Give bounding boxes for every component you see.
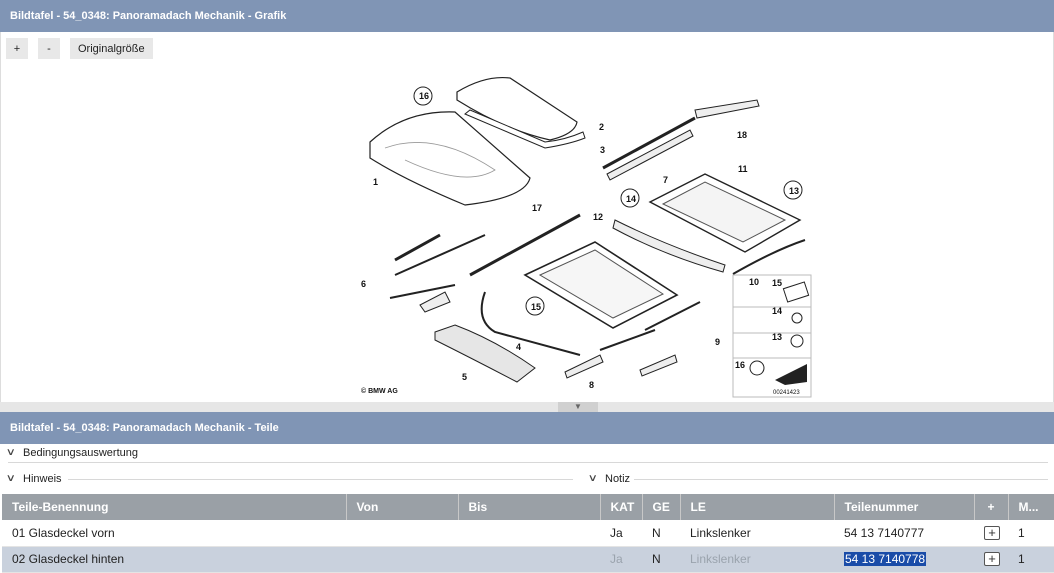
chevron-down-icon: ∨ [587,473,598,484]
zoom-in-button[interactable]: + [6,38,28,59]
add-to-cart-icon[interactable]: + [984,525,1000,540]
callout-14[interactable]: 14 [626,194,636,204]
zoom-out-button[interactable]: - [38,38,60,59]
part-number: 54 13 7140777 [834,520,974,547]
part-name: 02 Glasdeckel hinten [2,546,346,573]
callout-15[interactable]: 15 [531,302,541,312]
add-to-cart-icon[interactable]: + [984,552,1000,566]
column-header-bis[interactable]: Bis [458,494,601,520]
conditions-label: Bedingungsauswertung [23,447,138,459]
column-header-name[interactable]: Teile-Benennung [2,494,347,520]
callout-1[interactable]: 1 [373,177,378,187]
part-quantity: 1 [1008,546,1054,573]
callout-17[interactable]: 17 [532,203,542,213]
part-kat: Ja [600,546,642,573]
legend-14: 14 [772,306,782,316]
graphic-panel-title: Bildtafel - 54_0348: Panoramadach Mechan… [0,0,1054,32]
part-number[interactable]: 54 13 7140778 [844,552,927,566]
part-le: Linkslenker [680,520,834,547]
chevron-down-icon: ∨ [5,447,16,458]
column-header-quantity[interactable]: M... [1008,494,1054,520]
part-von [346,546,458,573]
callout-6[interactable]: 6 [361,279,366,289]
part-quantity: 1 [1008,520,1054,547]
column-header-ge[interactable]: GE [642,494,681,520]
callout-11[interactable]: 11 [738,164,748,174]
hint-toggle[interactable]: ∨ Hinweis [5,467,62,491]
callout-12[interactable]: 12 [593,212,603,222]
column-header-add[interactable]: + [974,494,1009,520]
part-le: Linkslenker [680,546,834,573]
parts-panel-title: Bildtafel - 54_0348: Panoramadach Mechan… [0,412,1054,444]
part-bis [458,546,600,573]
callout-5[interactable]: 5 [462,372,467,382]
note-label: Notiz [605,473,631,485]
exploded-parts-diagram[interactable]: 16 2 3 1 18 7 11 13 14 17 12 6 10 15 4 9… [345,70,815,400]
part-name: 01 Glasdeckel vorn [2,520,346,547]
part-bis [458,520,600,547]
part-kat: Ja [600,520,642,547]
callout-2[interactable]: 2 [599,122,604,132]
chevron-down-icon[interactable]: ▼ [558,402,598,412]
legend-15: 15 [772,278,782,288]
copyright-text: © BMW AG [361,387,398,395]
glass-panel-front-shape [369,111,531,206]
hint-label: Hinweis [23,473,62,485]
chevron-down-icon: ∨ [5,473,16,484]
column-header-part-number[interactable]: Teilenummer [834,494,975,520]
conditions-toggle[interactable]: ∨ Bedingungsauswertung [5,441,138,465]
part-von [346,520,458,547]
table-row[interactable]: 02 Glasdeckel hinten Ja N Linkslenker 54… [2,546,1054,573]
callout-7[interactable]: 7 [663,175,668,185]
callout-18[interactable]: 18 [737,130,747,140]
legend-13: 13 [772,332,782,342]
callout-13[interactable]: 13 [789,186,799,196]
table-row[interactable]: 01 Glasdeckel vorn Ja N Linkslenker 54 1… [2,520,1054,547]
column-header-kat[interactable]: KAT [600,494,643,520]
callout-4[interactable]: 4 [516,342,521,352]
callout-16[interactable]: 16 [419,91,429,101]
legend-16: 16 [735,360,745,370]
parts-table: Teile-Benennung Von Bis KAT GE LE Teilen… [2,494,1054,573]
part-ge: N [642,520,680,547]
callout-9[interactable]: 9 [715,337,720,347]
note-toggle[interactable]: ∨ Notiz [587,467,631,491]
callout-10[interactable]: 10 [749,277,759,287]
zoom-toolbar: + - Originalgröße [6,38,153,60]
callout-3[interactable]: 3 [600,145,605,155]
callout-8[interactable]: 8 [589,380,594,390]
table-header-row: Teile-Benennung Von Bis KAT GE LE Teilen… [2,494,1054,520]
column-header-von[interactable]: Von [346,494,459,520]
panel-splitter[interactable]: ▼ [0,402,1054,412]
part-ge: N [642,546,680,573]
image-number: 00241423 [773,390,800,396]
column-header-le[interactable]: LE [680,494,835,520]
original-size-button[interactable]: Originalgröße [70,38,153,59]
